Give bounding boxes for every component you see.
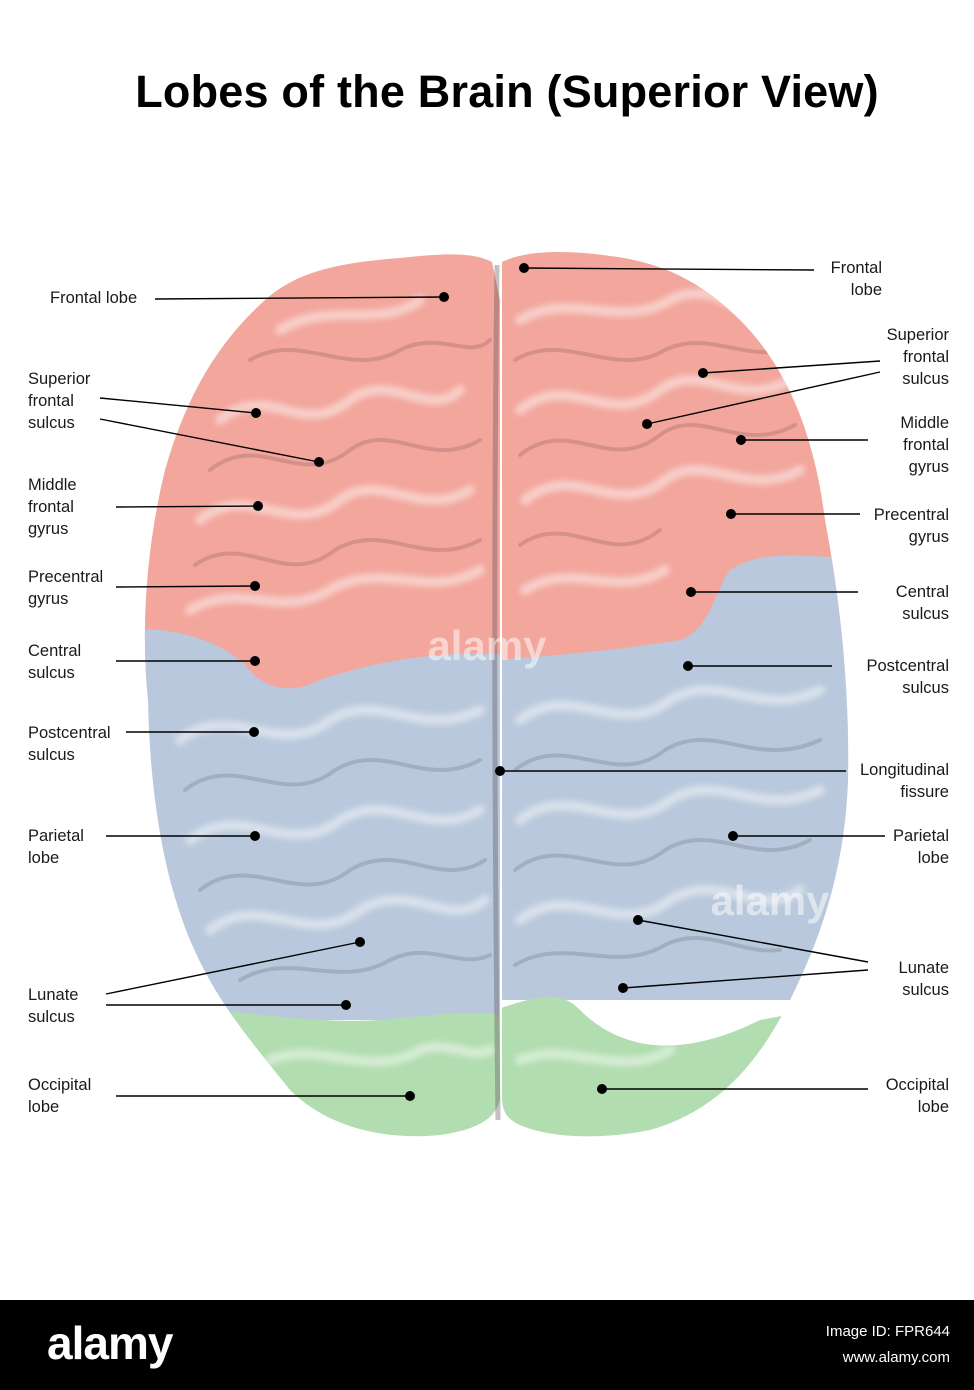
image-id: Image ID: FPR644: [826, 1323, 950, 1340]
dot-left-lunate-2: [341, 1000, 351, 1010]
dot-right-central: [686, 587, 696, 597]
leader-left-precentral: [116, 586, 255, 587]
footer-bar: alamy Image ID: FPR644 www.alamy.com: [0, 1300, 974, 1390]
label-left-middle-frontal-gyrus: Middle frontal gyrus: [28, 474, 77, 540]
dot-left-superior-frontal-1: [251, 408, 261, 418]
label-left-parietal-lobe: Parietal lobe: [28, 825, 84, 869]
dot-right-longitudinal: [495, 766, 505, 776]
right-hemisphere: [495, 240, 875, 1160]
label-right-parietal-lobe: Parietal lobe: [893, 825, 949, 869]
brain-diagram: alamy alamy: [0, 0, 974, 1300]
label-left-occipital-lobe: Occipital lobe: [28, 1074, 91, 1118]
dot-right-parietal: [728, 831, 738, 841]
dot-right-postcentral: [683, 661, 693, 671]
label-right-postcentral-sulcus: Postcentral sulcus: [866, 655, 949, 699]
dot-left-postcentral: [249, 727, 259, 737]
label-right-middle-frontal-gyrus: Middle frontal gyrus: [900, 412, 949, 478]
dot-right-frontal-lobe: [519, 263, 529, 273]
dot-left-superior-frontal-2: [314, 457, 324, 467]
dot-left-lunate-1: [355, 937, 365, 947]
label-right-lunate-sulcus: Lunate sulcus: [899, 957, 949, 1001]
dot-right-occipital: [597, 1084, 607, 1094]
label-right-frontal-lobe: Frontal lobe: [831, 257, 882, 301]
label-left-superior-frontal-sulcus: Superior frontal sulcus: [28, 368, 90, 434]
left-hemisphere: [120, 240, 510, 1160]
dot-left-frontal-lobe: [439, 292, 449, 302]
label-right-occipital-lobe: Occipital lobe: [886, 1074, 949, 1118]
label-right-precentral-gyrus: Precentral gyrus: [874, 504, 949, 548]
label-right-longitudinal-fissure: Longitudinal fissure: [860, 759, 949, 803]
dot-right-precentral: [726, 509, 736, 519]
leader-left-middle-frontal: [116, 506, 258, 507]
dot-right-lunate-1: [633, 915, 643, 925]
footer-url: www.alamy.com: [843, 1349, 950, 1366]
label-left-lunate-sulcus: Lunate sulcus: [28, 984, 78, 1028]
label-left-frontal-lobe: Frontal lobe: [50, 287, 137, 309]
dot-right-lunate-2: [618, 983, 628, 993]
left-occipital-region: [120, 1000, 510, 1160]
alamy-logo: alamy: [47, 1316, 172, 1370]
label-left-postcentral-sulcus: Postcentral sulcus: [28, 722, 111, 766]
dot-right-middle-frontal: [736, 435, 746, 445]
right-occipital-region: [495, 997, 870, 1160]
label-right-central-sulcus: Central sulcus: [896, 581, 949, 625]
label-left-precentral-gyrus: Precentral gyrus: [28, 566, 103, 610]
label-right-superior-frontal-sulcus: Superior frontal sulcus: [887, 324, 949, 390]
watermark-center: alamy: [427, 622, 547, 669]
dot-left-precentral: [250, 581, 260, 591]
dot-left-central: [250, 656, 260, 666]
dot-right-superior-frontal-2: [642, 419, 652, 429]
dot-left-occipital: [405, 1091, 415, 1101]
label-left-central-sulcus: Central sulcus: [28, 640, 81, 684]
dot-left-parietal: [250, 831, 260, 841]
dot-left-middle-frontal: [253, 501, 263, 511]
dot-right-superior-frontal-1: [698, 368, 708, 378]
watermark-right: alamy: [710, 877, 830, 924]
